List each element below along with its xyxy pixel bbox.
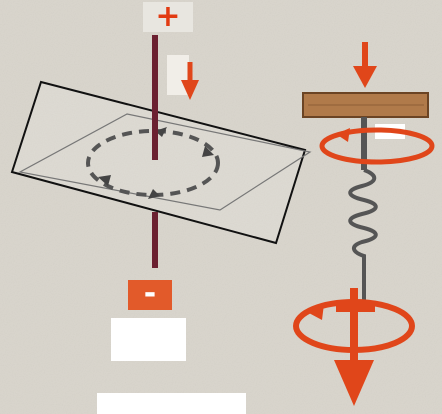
blank-answer-box-1 [111, 318, 186, 361]
blank-answer-box-2 [97, 393, 246, 414]
negative-terminal-label: - [128, 280, 172, 310]
positive-terminal-label: + [143, 2, 193, 32]
